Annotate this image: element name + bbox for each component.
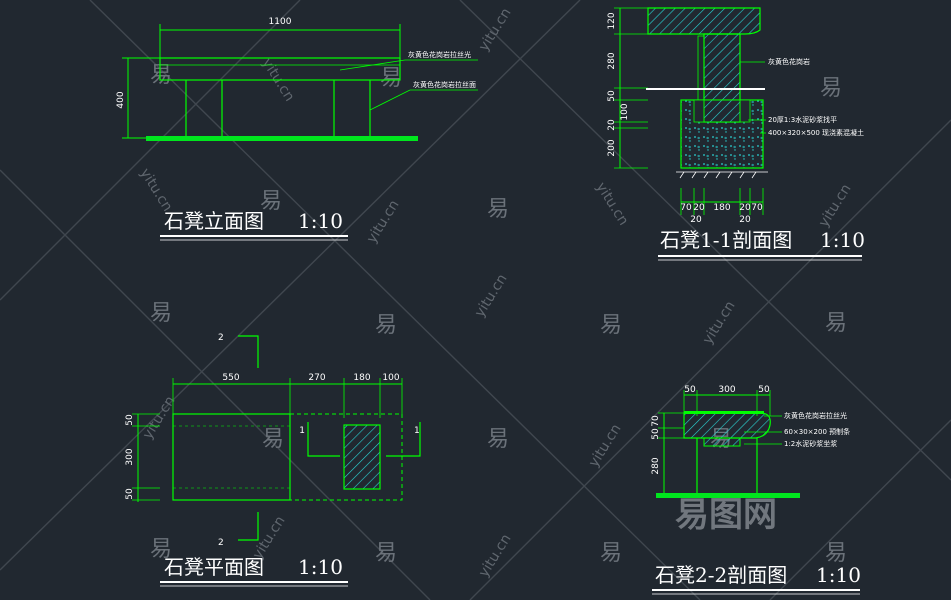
watermark-glyph: 易 — [262, 427, 284, 452]
section22-note-bar: 60×30×200 预制条 — [784, 427, 850, 436]
plan-dim-left: 50 — [125, 414, 135, 426]
plan-dim-top: 550 — [222, 373, 239, 383]
section-2-2-view: 50 300 50 70 50 280 灰黄色花岗岩拉丝光 60×30×200 … — [651, 385, 861, 595]
watermark-site: yitu.cn — [593, 180, 632, 229]
watermark-glyph: 易 — [150, 301, 172, 326]
watermark-site: yitu.cn — [700, 298, 739, 347]
watermark-site: yitu.cn — [137, 166, 176, 215]
elevation-view: 1100 400 灰黄色花岗岩拉丝光 灰黄色花岗岩拉丝面 石凳立面图 1:10 — [116, 17, 478, 241]
plan-view: 550 270 180 100 50 300 50 1 1 2 2 石凳平面图 … — [125, 333, 421, 587]
section11-dim-bottom: 20 — [739, 203, 751, 213]
elevation-note-leg: 灰黄色花岗岩拉丝面 — [413, 80, 476, 89]
section11-dim-left: 280 — [607, 52, 617, 69]
section22-note-mortar: 1:2水泥砂浆坐浆 — [784, 439, 837, 448]
plan-cut-label-2: 2 — [218, 333, 224, 343]
watermark-site: yitu.cn — [586, 421, 625, 470]
section22-dim-left: 70 — [651, 415, 661, 427]
section11-dim-bottom: 70 — [680, 203, 692, 213]
watermark-site: yitu.cn — [476, 531, 515, 580]
section22-dim-top: 50 — [758, 385, 770, 395]
plan-dim-top: 270 — [308, 373, 325, 383]
watermark-glyph: 易 — [260, 189, 282, 214]
elevation-height-dim: 400 — [116, 91, 126, 108]
plan-dim-left: 300 — [125, 448, 135, 465]
section22-scale: 1:10 — [816, 563, 861, 587]
plan-cut-label-1: 1 — [299, 426, 305, 436]
elevation-ground-line — [146, 136, 418, 141]
watermark-glyph: 易 — [487, 427, 509, 452]
section22-dim-top: 300 — [718, 385, 735, 395]
section11-scale: 1:10 — [820, 228, 865, 252]
section11-note-stone: 灰黄色花岗岩 — [768, 57, 810, 66]
plan-scale: 1:10 — [298, 555, 343, 579]
section11-dim-left: 200 — [607, 139, 617, 156]
section22-dim-left: 280 — [651, 457, 661, 474]
section11-note-base: 400×320×500 现浇素混凝土 — [768, 128, 864, 137]
watermark-glyph: 易 — [825, 311, 847, 336]
watermark-site: yitu.cn — [472, 271, 511, 320]
elevation-title: 石凳立面图 — [164, 209, 264, 233]
section11-note-mortar: 20厚1:3水泥砂浆找平 — [768, 115, 837, 124]
section11-dim-left: 120 — [607, 12, 617, 29]
watermark-glyph: 易 — [380, 66, 402, 91]
watermark-logo: 易图网 — [675, 495, 777, 535]
section11-dim-bottom-lower: 20 — [690, 215, 702, 225]
elevation-scale: 1:10 — [298, 209, 343, 233]
elevation-note-top: 灰黄色花岗岩拉丝光 — [408, 50, 471, 59]
plan-title: 石凳平面图 — [164, 555, 264, 579]
plan-leg-section — [343, 424, 381, 490]
plan-dim-top: 100 — [382, 373, 399, 383]
watermark-glyph: 易 — [150, 63, 172, 88]
plan-cut-label-2: 2 — [218, 538, 224, 548]
section11-dim-left: 100 — [620, 103, 630, 120]
section11-dim-left: 20 — [607, 119, 617, 131]
section22-note-stone: 灰黄色花岗岩拉丝光 — [784, 411, 847, 420]
watermark-glyph: 易 — [150, 537, 172, 562]
section11-dim-bottom: 180 — [713, 203, 730, 213]
section11-dim-bottom: 70 — [751, 203, 763, 213]
section11-dim-bottom: 20 — [693, 203, 705, 213]
section11-dim-left: 50 — [607, 90, 617, 102]
plan-dim-left: 50 — [125, 488, 135, 500]
watermark-glyph: 易 — [375, 541, 397, 566]
elevation-width-dim: 1100 — [269, 17, 292, 27]
watermark-glyph: 易 — [600, 541, 622, 566]
watermark-site: yitu.cn — [364, 197, 403, 246]
section11-title: 石凳1-1剖面图 — [660, 228, 792, 252]
plan-cut-label-1: 1 — [414, 426, 420, 436]
watermark-glyph: 易 — [487, 197, 509, 222]
watermark-glyph: 易 — [825, 541, 847, 566]
watermark-glyph: 易 — [375, 313, 397, 338]
watermark-glyph: 易 — [820, 76, 842, 101]
section22-dim-top: 50 — [684, 385, 696, 395]
section-1-1-view: 120 280 50 100 20 200 70 20 — [607, 7, 865, 261]
plan-dim-top: 180 — [353, 373, 370, 383]
section22-ground-line — [656, 493, 800, 498]
section11-dim-bottom-lower: 20 — [739, 215, 751, 225]
section22-title: 石凳2-2剖面图 — [655, 563, 787, 587]
section22-dim-left: 50 — [651, 428, 661, 440]
watermark-glyph: 易 — [600, 313, 622, 338]
